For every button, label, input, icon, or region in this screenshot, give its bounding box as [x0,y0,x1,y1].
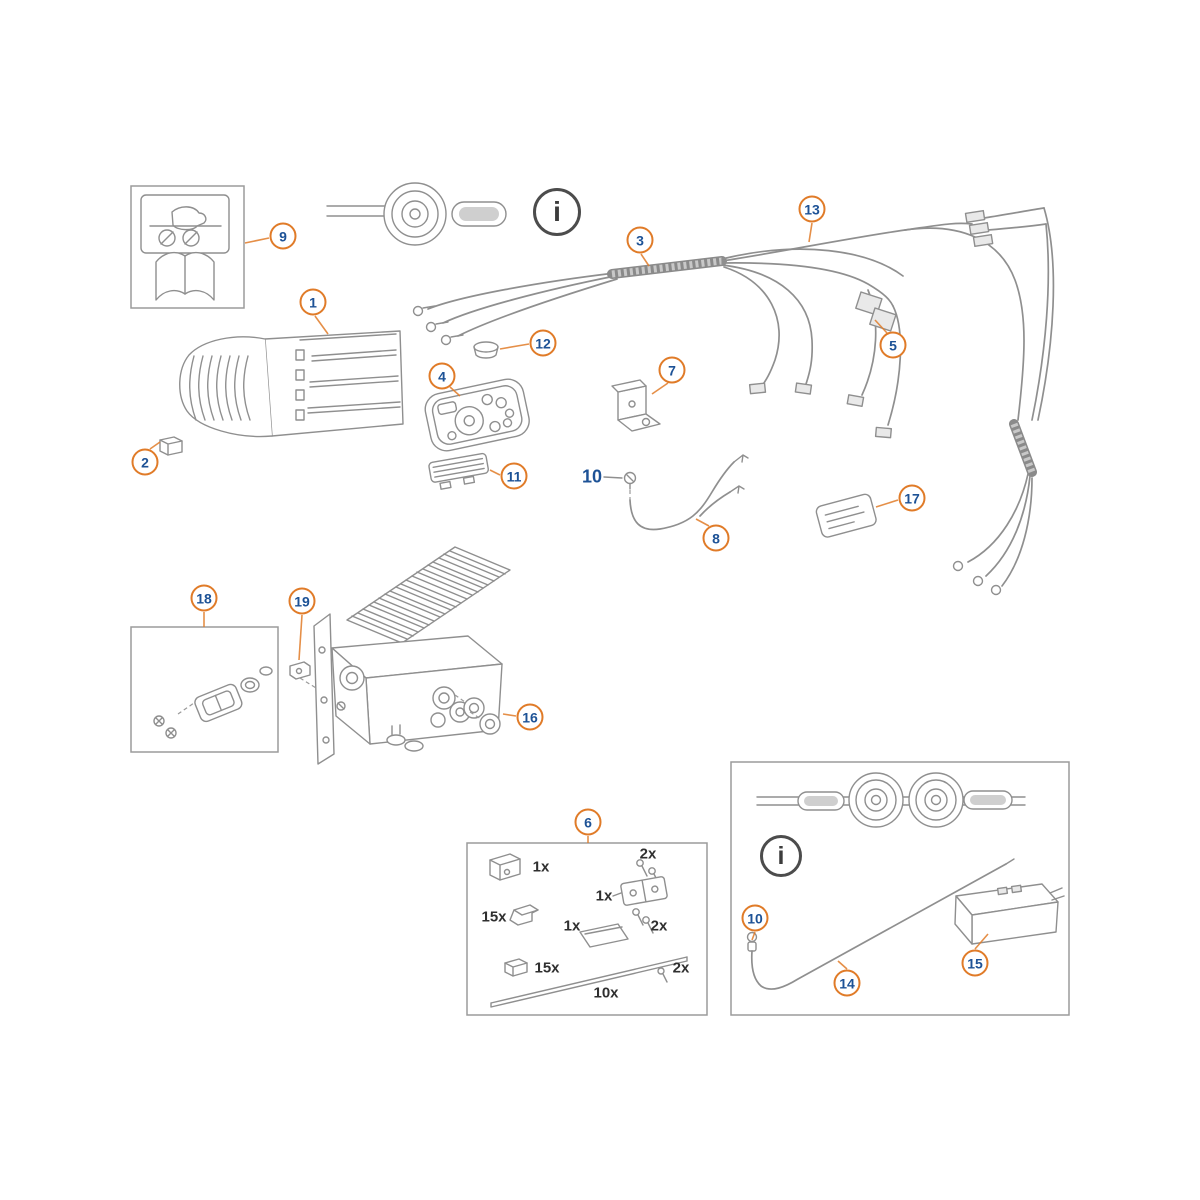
heater-unit-drawing [179,330,404,438]
bracket-drawing [611,379,661,432]
callout-16[interactable]: 16 [516,703,544,731]
control-kit-box-drawing [730,761,1070,1016]
callout-13[interactable]: 13 [798,195,826,223]
round-plug-drawing [473,341,499,359]
cube-fitting-drawing [159,436,183,456]
callout-number: 12 [535,335,551,351]
callout-number: 10 [747,910,763,926]
callout-number: 18 [196,590,212,606]
callout-number: 14 [839,975,855,991]
info-icon-secondary: i [760,835,802,877]
furnace-drawing [313,546,511,765]
wiring-harness-drawing [412,207,1055,596]
callout-number: 4 [438,368,446,384]
grommets-drawing [454,694,501,735]
callout-6[interactable]: 6 [574,808,602,836]
callout-1[interactable]: 1 [299,288,327,316]
callout-number: 9 [279,228,287,244]
callout-number: 8 [712,530,720,546]
remote-control-drawing [424,378,530,452]
callout-number: 17 [904,490,920,506]
callout-number: 15 [967,955,983,971]
retaining-clip-drawing [289,661,317,689]
callout-number: 2 [141,454,149,470]
callout-15[interactable]: 15 [961,949,989,977]
quantity-label-5: 15x [481,908,507,926]
callout-number: 7 [668,362,676,378]
quantity-label-4: 2x [650,917,668,935]
info-icon: i [533,188,581,236]
quantity-label-7: 15x [534,959,560,977]
info-icon-glyph: i [777,841,785,870]
callout-number: 1 [309,294,317,310]
callout-14[interactable]: 14 [833,969,861,997]
callout-5[interactable]: 5 [879,331,907,359]
callout-3[interactable]: 3 [626,226,654,254]
quantity-label-8: 2x [672,959,690,977]
callout-18[interactable]: 18 [190,584,218,612]
callout-2[interactable]: 2 [131,448,159,476]
label-card-drawing [815,493,877,538]
callout-8[interactable]: 8 [702,524,730,552]
quantity-label-6: 1x [563,917,581,935]
callout-number: 11 [506,468,522,484]
callout-number: 3 [636,232,644,248]
callout-10[interactable]: 10 [741,904,769,932]
callout-17[interactable]: 17 [898,484,926,512]
screw-and-cable-drawing [623,454,749,531]
callout-19[interactable]: 19 [288,587,316,615]
callout-number: 5 [889,337,897,353]
callout-12[interactable]: 12 [529,329,557,357]
callout-7[interactable]: 7 [658,356,686,384]
callout-11[interactable]: 11 [500,462,528,490]
callout-number: 13 [804,201,820,217]
callout-number: 19 [294,593,310,609]
item-10-quantity-label: 10 [581,466,603,487]
info-icon-glyph: i [553,196,561,227]
switch-assembly-box-drawing [130,626,279,753]
hardware-kit-box-drawing [466,842,708,1016]
vent-grille-drawing [428,452,489,490]
callout-4[interactable]: 4 [428,362,456,390]
callout-leader-lines [149,222,989,970]
quantity-label-3: 1x [595,887,613,905]
quantity-label-1: 1x [532,858,550,876]
callout-number: 16 [522,709,538,725]
quantity-label-9: 10x [593,984,619,1002]
quantity-label-2: 2x [639,845,657,863]
callout-9[interactable]: 9 [269,222,297,250]
callout-number: 6 [584,814,592,830]
documentation-box-drawing [130,185,245,309]
control-knob-drawing [326,182,507,246]
